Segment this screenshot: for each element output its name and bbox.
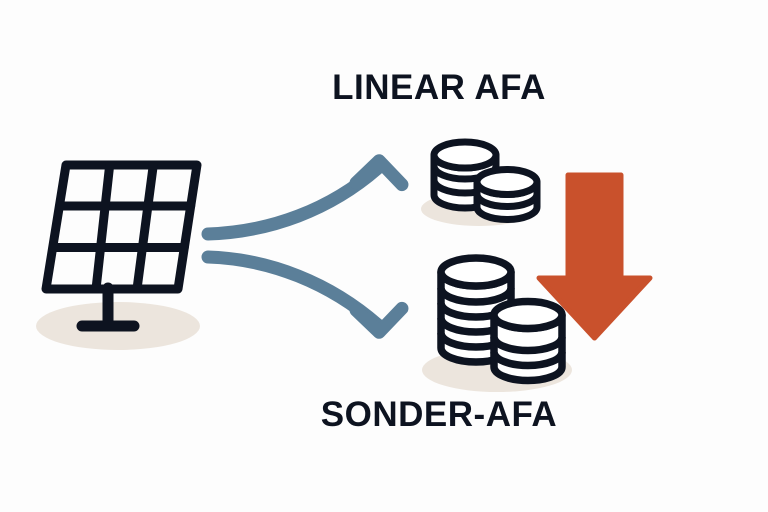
coin-stack-small-icon — [421, 138, 541, 226]
curved-arrow-up-right-icon — [201, 154, 409, 241]
solar-panel-grid — [41, 160, 202, 294]
label-sonder-afa: SONDER-AFA — [320, 395, 558, 434]
coin-stack-large-icon — [422, 254, 572, 392]
solar-panel-icon — [36, 160, 202, 350]
coin-stack-large-front — [490, 297, 566, 385]
label-linear-afa: LINEAR AFA — [332, 68, 546, 107]
coin-stack-small-front — [473, 166, 541, 223]
curved-arrow-down-right-icon — [201, 250, 409, 339]
solar-panel-stand — [76, 282, 140, 332]
arrow-down-icon — [536, 172, 653, 341]
coin-stack-small-back — [430, 138, 500, 212]
